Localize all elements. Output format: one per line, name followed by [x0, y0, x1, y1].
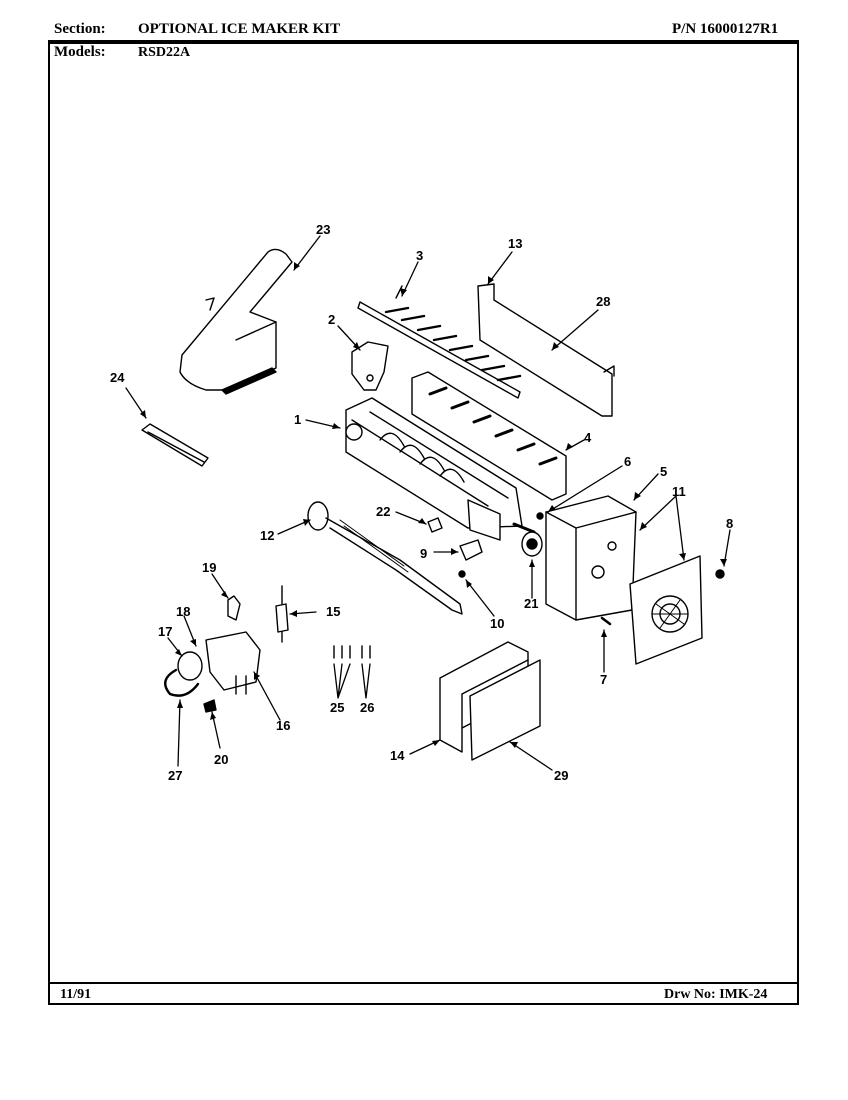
part-number: P/N 16000127R1 — [672, 21, 779, 37]
callout-6: 6 — [624, 454, 631, 469]
screw — [715, 569, 725, 579]
callout-2: 2 — [328, 312, 335, 327]
callout-4: 4 — [584, 430, 592, 445]
mounting-plate — [629, 555, 703, 665]
callout-9: 9 — [420, 546, 427, 561]
small-hardware — [427, 512, 544, 578]
switch — [600, 616, 612, 626]
callout-26: 26 — [360, 700, 374, 715]
wiring-harness — [307, 501, 463, 615]
callout-20: 20 — [214, 752, 228, 767]
mold-bracket — [351, 341, 389, 391]
callout-11: 11 — [672, 484, 686, 499]
callout-10: 10 — [490, 616, 504, 631]
callout-28: 28 — [596, 294, 610, 309]
callout-1: 1 — [294, 412, 301, 427]
fill-tube-cover — [179, 248, 293, 395]
ejector — [357, 285, 522, 399]
callout-13: 13 — [508, 236, 522, 251]
shutoff-plate — [477, 283, 615, 417]
callout-18: 18 — [176, 604, 190, 619]
fuse — [275, 585, 289, 643]
drawing-number: Drw No: IMK-24 — [664, 987, 768, 1002]
callout-14: 14 — [390, 748, 405, 763]
arrowheads — [140, 262, 727, 748]
screws-25-26 — [333, 645, 371, 659]
callout-12: 12 — [260, 528, 274, 543]
header-rule — [48, 40, 799, 42]
callout-7: 7 — [600, 672, 607, 687]
callout-27: 27 — [168, 768, 182, 783]
callout-3: 3 — [416, 248, 423, 263]
grommet — [227, 595, 241, 621]
callout-5: 5 — [660, 464, 667, 479]
models-label: Models: — [54, 44, 106, 60]
callout-29: 29 — [554, 768, 568, 783]
footer-date: 11/91 — [60, 987, 92, 1002]
callout-17: 17 — [158, 624, 172, 639]
models-value: RSD22A — [138, 45, 191, 60]
stripper — [411, 371, 567, 501]
water-valve — [164, 631, 261, 713]
section-title: OPTIONAL ICE MAKER KIT — [138, 21, 341, 37]
callout-22: 22 — [376, 504, 390, 519]
control-housing — [545, 495, 637, 621]
section-label: Section: — [54, 21, 106, 37]
footer-rule — [48, 982, 799, 984]
callout-8: 8 — [726, 516, 733, 531]
callout-19: 19 — [202, 560, 216, 575]
callout-25: 25 — [330, 700, 344, 715]
callout-15: 15 — [326, 604, 340, 619]
ice-bin — [439, 641, 541, 761]
callout-24: 24 — [110, 370, 125, 385]
motor — [521, 531, 543, 557]
callout-23: 23 — [316, 222, 330, 237]
callout-16: 16 — [276, 718, 290, 733]
callout-21: 21 — [524, 596, 538, 611]
insulation-strip — [141, 423, 209, 467]
diagram-frame — [48, 42, 799, 1005]
